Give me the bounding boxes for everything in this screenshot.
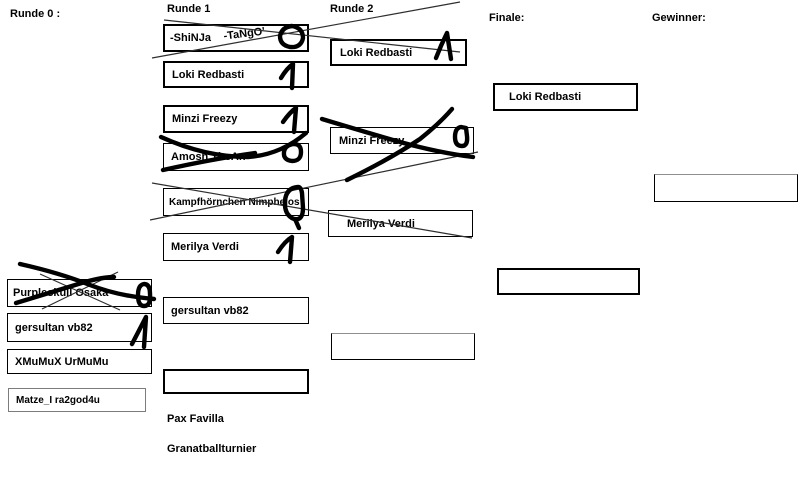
entrant-name: gersultan vb82 [171, 304, 249, 317]
entrant-name: XMuMuX UrMuMu [15, 355, 109, 368]
entrant-name: Loki Redbasti [172, 68, 245, 81]
slot-runde1-amosh: Amosh TheAn [163, 143, 309, 171]
tournament-title-label: Granatballturnier [167, 443, 257, 455]
slot-runde1-loki: Loki Redbasti [163, 61, 309, 88]
slot-finale-empty [497, 268, 640, 295]
slot-runde0-gersultan: gersultan vb82 [7, 313, 152, 342]
column-header-runde1: Runde 1 [167, 3, 211, 15]
score-mark-zero-kampf-tail [292, 216, 302, 231]
entrant-name: Loki Redbasti [509, 91, 582, 103]
column-header-runde0: Runde 0 : [10, 8, 61, 20]
column-header-finale: Finale: [489, 12, 525, 24]
slot-runde1-empty [163, 369, 309, 394]
entrant-name: Purpleskull Osaka [13, 287, 109, 299]
slot-runde2-merilya: Merilya Verdi [328, 210, 473, 237]
entrant-name: Merilya Verdi [171, 241, 239, 253]
entrant-name: Merilya Verdi [347, 217, 415, 230]
slot-runde2-empty [331, 333, 475, 360]
column-header-gewinner: Gewinner: [652, 12, 706, 24]
column-header-runde2: Runde 2 [330, 3, 374, 15]
slot-runde2-loki: Loki Redbasti [330, 39, 467, 66]
slot-runde0-xmumux: XMuMuX UrMuMu [7, 349, 152, 374]
slot-runde1-gersultan: gersultan vb82 [163, 297, 309, 324]
slot-runde1-kampfhoernchen: Kampfhörnchen Nimphelos [163, 188, 309, 216]
slot-gewinner-empty [654, 174, 798, 202]
entrant-name: Minzi Freezy [172, 113, 238, 125]
entrant-name: gersultan vb82 [15, 321, 93, 334]
entrant-name: Kampfhörnchen Nimphelos [169, 196, 300, 208]
slot-runde0-purpleskull: Purpleskull Osaka [7, 279, 152, 307]
entrant-name: Matze_I ra2god4u [16, 394, 100, 406]
slot-runde1-merilya: Merilya Verdi [163, 233, 309, 261]
slot-runde2-minzi: Minzi Freezy [330, 127, 474, 154]
entrant-partner-name: -TaNgO' [222, 25, 266, 43]
entrant-name: Loki Redbasti [340, 46, 413, 59]
clan-label: Pax Favilla [167, 413, 224, 425]
slot-finale-loki: Loki Redbasti [493, 83, 638, 111]
entrant-name: Minzi Freezy [339, 134, 405, 147]
slot-runde0-matze: Matze_I ra2god4u [8, 388, 146, 412]
entrant-name: Amosh TheAn [171, 151, 246, 163]
entrant-name: -ShiNJa [170, 32, 211, 44]
slot-runde1-shinja-tango: -ShiNJa -TaNgO' [163, 24, 309, 52]
slot-runde1-minzi: Minzi Freezy [163, 105, 309, 133]
